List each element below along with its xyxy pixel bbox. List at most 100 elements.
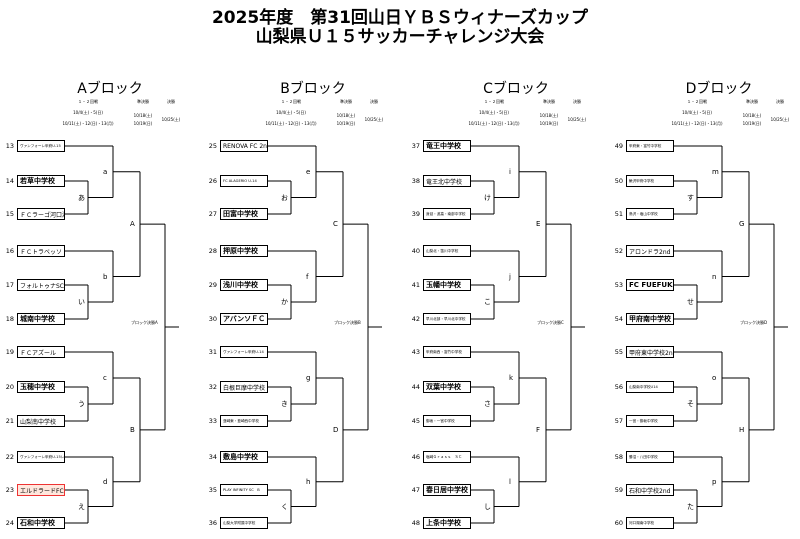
team-entry: 山梨北・笛川中学校 — [423, 245, 471, 257]
header-round12-date-a: 10/4(土)・5(日) — [73, 110, 103, 115]
match-label-round2: h — [306, 477, 311, 486]
match-label-round2: m — [712, 167, 719, 176]
match-label-semi: F — [536, 425, 541, 434]
team-seed-number: 26 — [208, 177, 217, 185]
team-seed-number: 47 — [411, 486, 420, 494]
team-entry: PLAY INFINITY SC B — [220, 484, 268, 496]
match-label-round2: f — [306, 272, 309, 281]
header-qf-date-b: 10/19(日) — [539, 121, 559, 126]
team-entry: ＦＣトラベッソ — [17, 245, 65, 257]
team-entry: RENOVA FC 2nd — [220, 140, 268, 152]
header-qf-date-b: 10/19(日) — [133, 121, 153, 126]
team-entry: 鳥沢・塩山中学校 — [626, 208, 674, 220]
team-seed-number: 35 — [208, 486, 217, 494]
header-final: 決勝 — [573, 99, 581, 104]
header-final-date: 10/25(土) — [364, 117, 384, 122]
match-label-round1: け — [484, 193, 491, 202]
match-label-semi: H — [739, 425, 745, 434]
header-final: 決勝 — [776, 99, 784, 104]
match-label-round2: e — [306, 167, 311, 176]
match-label-round1: え — [78, 502, 85, 511]
team-seed-number: 28 — [208, 247, 217, 255]
team-entry: 身延・波高・南部中学校 — [423, 208, 471, 220]
team-seed-number: 52 — [614, 247, 623, 255]
match-label-round2: b — [103, 272, 108, 281]
team-entry: アロンドラ2nd — [626, 245, 674, 257]
team-entry: 上条中学校 — [423, 517, 471, 529]
team-seed-number: 46 — [411, 453, 420, 461]
header-qf: 準決勝 — [543, 99, 555, 104]
match-label-round1: き — [281, 400, 288, 408]
team-seed-number: 31 — [208, 348, 217, 356]
match-label-semi: E — [536, 220, 541, 229]
match-label-round2: l — [509, 477, 511, 486]
team-entry: フォルトゥナSC — [17, 279, 65, 291]
header-round12: １・２回戦 — [484, 99, 504, 104]
match-label-semi: A — [130, 220, 135, 229]
header-round12-date-b: 10/11(土)・12(日)・13(月) — [62, 121, 114, 126]
team-seed-number: 58 — [614, 453, 623, 461]
team-entry: 白根巨摩中学校 — [220, 381, 268, 393]
team-entry: 塩崎Ｇｒａｓｓ ＳＣ — [423, 451, 471, 463]
block-title: Dブロック — [685, 81, 753, 97]
header-round12-date-a: 10/4(土)・5(日) — [276, 110, 306, 115]
team-seed-number: 32 — [208, 383, 217, 391]
team-seed-number: 29 — [208, 281, 217, 289]
team-entry: 玉穂中学校 — [17, 381, 65, 393]
match-label-semi: D — [333, 425, 339, 434]
team-entry: ヴァンフォーレ甲府U-15レディース — [17, 451, 65, 463]
team-entry: 若草中学校 — [17, 175, 65, 187]
match-label-round1: た — [687, 502, 694, 511]
team-seed-number: 60 — [614, 519, 623, 527]
team-entry: 押原中学校 — [220, 245, 268, 257]
match-label-round2: g — [306, 374, 311, 382]
match-label-round2: n — [712, 272, 717, 281]
team-entry: 敷島中学校 — [220, 451, 268, 463]
header-qf-date-a: 10/18(土) — [742, 113, 762, 118]
header-final-date: 10/25(土) — [567, 117, 587, 122]
team-seed-number: 24 — [5, 519, 14, 527]
match-label-round1: そ — [687, 400, 694, 408]
block-final-label: ブロック決勝A — [131, 320, 158, 325]
team-seed-number: 44 — [411, 383, 420, 391]
team-seed-number: 18 — [5, 315, 14, 323]
match-label-round1: お — [281, 193, 288, 202]
block-title: Cブロック — [483, 81, 549, 97]
header-qf-date-b: 10/19(日) — [742, 121, 762, 126]
team-seed-number: 56 — [614, 383, 623, 391]
match-label-semi: C — [333, 220, 338, 229]
team-entry: 河口湖南中学校 — [626, 517, 674, 529]
team-entry: FC ALAGERIO U-14 — [220, 175, 268, 187]
match-label-round1: せ — [687, 298, 694, 306]
match-label-round1: く — [281, 502, 288, 511]
match-label-round1: さ — [484, 400, 491, 408]
team-entry: 甲府東・富竹中学校 — [626, 140, 674, 152]
team-entry: エルドラードFC — [17, 484, 65, 496]
match-label-round2: c — [103, 374, 107, 382]
team-seed-number: 49 — [614, 142, 623, 150]
match-label-round2: i — [509, 167, 511, 176]
team-seed-number: 41 — [411, 281, 420, 289]
team-entry: 竜王北中学校 — [423, 175, 471, 187]
block-final-label: ブロック決勝B — [334, 320, 361, 325]
header-final: 決勝 — [167, 99, 175, 104]
team-entry: 早川北部・早川北中学校 — [423, 313, 471, 325]
match-label-round1: い — [78, 298, 85, 306]
team-seed-number: 53 — [614, 281, 623, 289]
team-entry: ＦＣラーゴ河口湖 — [17, 208, 65, 220]
team-seed-number: 40 — [411, 247, 420, 255]
header-qf: 準決勝 — [137, 99, 149, 104]
team-entry: 石和中学校2nd — [626, 484, 674, 496]
team-entry: 一宮・御坂中学校 — [626, 415, 674, 427]
match-label-semi: G — [739, 220, 745, 229]
match-label-round1: す — [687, 193, 694, 202]
match-label-round1: し — [484, 502, 491, 511]
header-final: 決勝 — [370, 99, 378, 104]
team-seed-number: 13 — [5, 142, 14, 150]
team-seed-number: 38 — [411, 177, 420, 185]
team-entry: ヴァンフォーレ甲府U-14 — [220, 346, 268, 358]
team-entry: FC FUEFUKI — [626, 279, 674, 291]
team-entry: 山梨南中学校U14 — [626, 381, 674, 393]
block-title: Bブロック — [280, 81, 346, 97]
